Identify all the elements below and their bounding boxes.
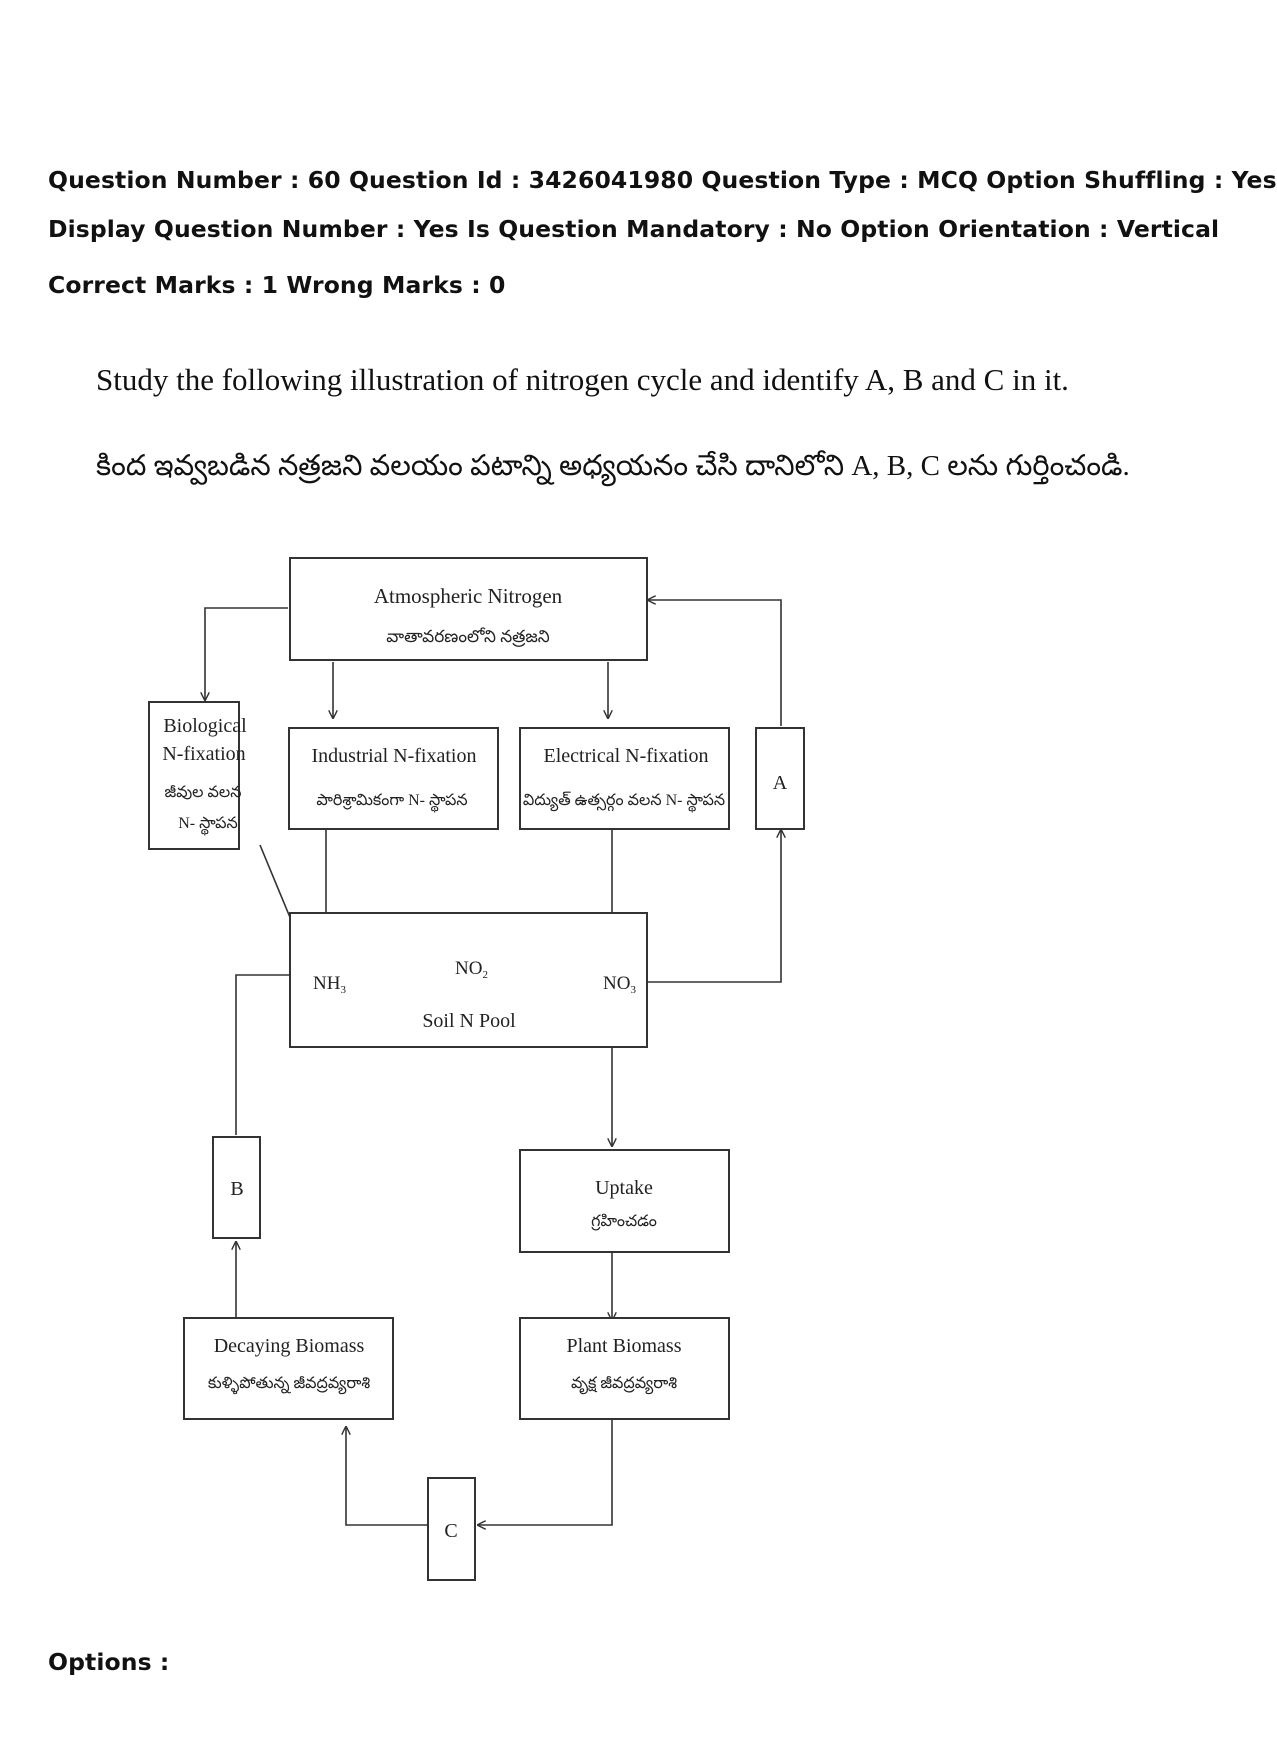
unknown-a-box: A	[755, 727, 805, 830]
nh3-label: NH3	[313, 973, 346, 996]
arrow-no3-to-a	[640, 830, 781, 983]
unknown-b-box: B	[212, 1136, 261, 1239]
electrical-label: Electrical N-fixation	[544, 745, 709, 767]
uptake-label: Uptake	[595, 1177, 653, 1199]
no2-label: NO2	[455, 958, 488, 981]
options-label: Options :	[48, 1648, 170, 1676]
arrow-atmosphere-to-biological	[205, 607, 288, 700]
biological-telugu-line-2: N- స్థాపన	[178, 815, 238, 836]
soil-n-pool-box: NH3 NO2 NO3 Soil N Pool	[289, 912, 648, 1048]
biological-n-fixation-box: Biological N-fixation జీవుల వలన N- స్థాప…	[148, 701, 247, 850]
arrow-b-to-nh3	[235, 975, 300, 1135]
industrial-n-fixation-box: Industrial N-fixation పారిశ్రామికంగా N- …	[288, 727, 499, 830]
biological-label-line-1: Biological	[163, 715, 247, 737]
label-c: C	[444, 1520, 457, 1542]
electrical-telugu-label: విద్యుత్ ఉత్సర్గం వలన N- స్థాపన	[523, 791, 725, 813]
unknown-c-box: C	[427, 1477, 476, 1581]
uptake-telugu-label: గ్రహించడం	[590, 1213, 656, 1231]
marks-line: Correct Marks : 1 Wrong Marks : 0	[48, 271, 506, 299]
arrow-plant-to-c	[478, 1415, 613, 1525]
question-text-english: Study the following illustration of nitr…	[96, 362, 1069, 397]
plant-biomass-label: Plant Biomass	[566, 1335, 681, 1357]
decaying-biomass-telugu-label: కుళ్ళిపోతున్న జీవద్రవ్యరాశి	[208, 1375, 371, 1395]
nitrogen-cycle-diagram: Atmospheric Nitrogen వాతావరణంలోని నత్రజన…	[148, 557, 805, 1581]
plant-biomass-telugu-label: వృక్ష జీవద్రవ్యరాశి	[571, 1375, 677, 1395]
atmospheric-nitrogen-box: Atmospheric Nitrogen వాతావరణంలోని నత్రజన…	[289, 557, 648, 661]
question-text-telugu: కింద ఇవ్వబడిన నత్రజని వలయం పటాన్ని అధ్యయ…	[96, 450, 1130, 482]
atmospheric-nitrogen-telugu-label: వాతావరణంలోని నత్రజని	[386, 627, 550, 647]
biological-telugu-line-1: జీవుల వలన	[165, 784, 242, 801]
label-a: A	[773, 772, 788, 794]
soil-n-pool-label: Soil N Pool	[422, 1010, 516, 1032]
electrical-n-fixation-box: Electrical N-fixation విద్యుత్ ఉత్సర్గం …	[519, 727, 730, 830]
industrial-telugu-label: పారిశ్రామికంగా N- స్థాపన	[316, 792, 467, 813]
industrial-label: Industrial N-fixation	[312, 745, 477, 767]
label-b: B	[230, 1178, 243, 1200]
question-meta-line-2: Display Question Number : Yes Is Questio…	[48, 215, 1220, 243]
biological-label-line-2: N-fixation	[162, 743, 245, 765]
plant-biomass-box: Plant Biomass వృక్ష జీవద్రవ్యరాశి	[519, 1317, 730, 1420]
uptake-box: Uptake గ్రహించడం	[519, 1149, 730, 1253]
atmospheric-nitrogen-label: Atmospheric Nitrogen	[374, 584, 563, 608]
question-meta-line-1: Question Number : 60 Question Id : 34260…	[48, 166, 1277, 194]
no3-label: NO3	[603, 973, 636, 996]
arrow-c-to-decaying	[346, 1427, 428, 1526]
arrow-a-to-atmosphere	[648, 600, 782, 726]
decaying-biomass-label: Decaying Biomass	[214, 1335, 365, 1357]
decaying-biomass-box: Decaying Biomass కుళ్ళిపోతున్న జీవద్రవ్య…	[183, 1317, 394, 1420]
